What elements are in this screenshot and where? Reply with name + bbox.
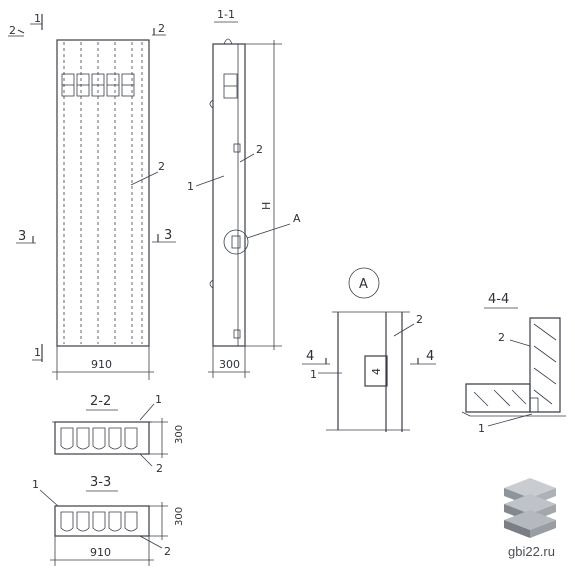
cut-3-left-label: 3 <box>18 229 26 244</box>
detail-a-title-circle <box>348 267 380 299</box>
section-3-3-dim: 300 <box>174 507 185 526</box>
cut-3-right-label: 3 <box>164 228 172 243</box>
section-3-3-leader-2: 2 <box>164 545 171 558</box>
detail-a-leader-2: 2 <box>416 313 423 326</box>
detail-a: A 4 2 1 4 4 <box>302 267 436 432</box>
section-4-4-title: 4-4 <box>488 292 509 307</box>
section-2-2-leader-1: 1 <box>155 393 162 406</box>
detail-a-leader-1: 1 <box>310 368 317 381</box>
detail-a-cut-4-left: 4 <box>306 349 314 364</box>
section-1-1-width-dim: 300 <box>219 358 240 371</box>
section-4-4-wall <box>529 317 561 413</box>
front-openings <box>61 73 135 97</box>
stacked-slabs-icon <box>504 478 556 538</box>
section-2-2-dim: 300 <box>174 425 185 444</box>
detail-a-cut-4-right: 4 <box>426 349 434 364</box>
detail-a-inner-4: 4 <box>370 368 383 375</box>
front-leader-2-label: 2 <box>158 160 165 173</box>
section-4-4: 4-4 2 1 <box>461 292 566 435</box>
cut-2-right-label: 2 <box>158 22 165 35</box>
watermark: gbi22.ru <box>508 544 555 559</box>
section-1-1: 1-1 A 1 2 H 300 <box>187 8 301 378</box>
section-1-1-height: H <box>260 202 273 210</box>
section-2-2-voids <box>60 427 138 450</box>
section-2-2-title: 2-2 <box>90 394 111 409</box>
front-view: 2 1 2 3 3 1 2 910 <box>8 12 176 380</box>
section-3-3-title: 3-3 <box>90 475 111 490</box>
section-2-2-leader-2: 2 <box>156 462 163 475</box>
front-panel-outline <box>56 39 150 347</box>
cut-1-bottom-left-label: 1 <box>34 346 41 359</box>
section-2-2: 2-2 1 2 300 <box>52 393 185 475</box>
section-3-3-width-dim: 910 <box>90 546 111 559</box>
cut-2-left-label: 2 <box>9 24 16 37</box>
front-width-dim: 910 <box>91 358 112 371</box>
detail-a-plate <box>364 355 388 387</box>
cut-1-top-left-label: 1 <box>34 12 41 25</box>
section-1-1-callout-circle <box>223 229 249 255</box>
section-3-3-outline <box>54 505 150 537</box>
section-2-2-outline <box>54 421 150 455</box>
detail-a-title: A <box>359 277 368 292</box>
section-3-3-leader-1: 1 <box>32 478 39 491</box>
section-1-1-outline <box>212 43 246 347</box>
section-4-4-leader-1: 1 <box>478 422 485 435</box>
section-1-1-leader-2: 2 <box>256 143 263 156</box>
section-1-1-title: 1-1 <box>217 8 235 21</box>
section-1-1-leader-1: 1 <box>187 180 194 193</box>
section-3-3-voids <box>60 511 138 532</box>
section-1-1-callout-a: A <box>293 212 301 225</box>
section-4-4-leader-2: 2 <box>498 331 505 344</box>
section-3-3: 3-3 1 2 300 910 <box>32 475 185 566</box>
